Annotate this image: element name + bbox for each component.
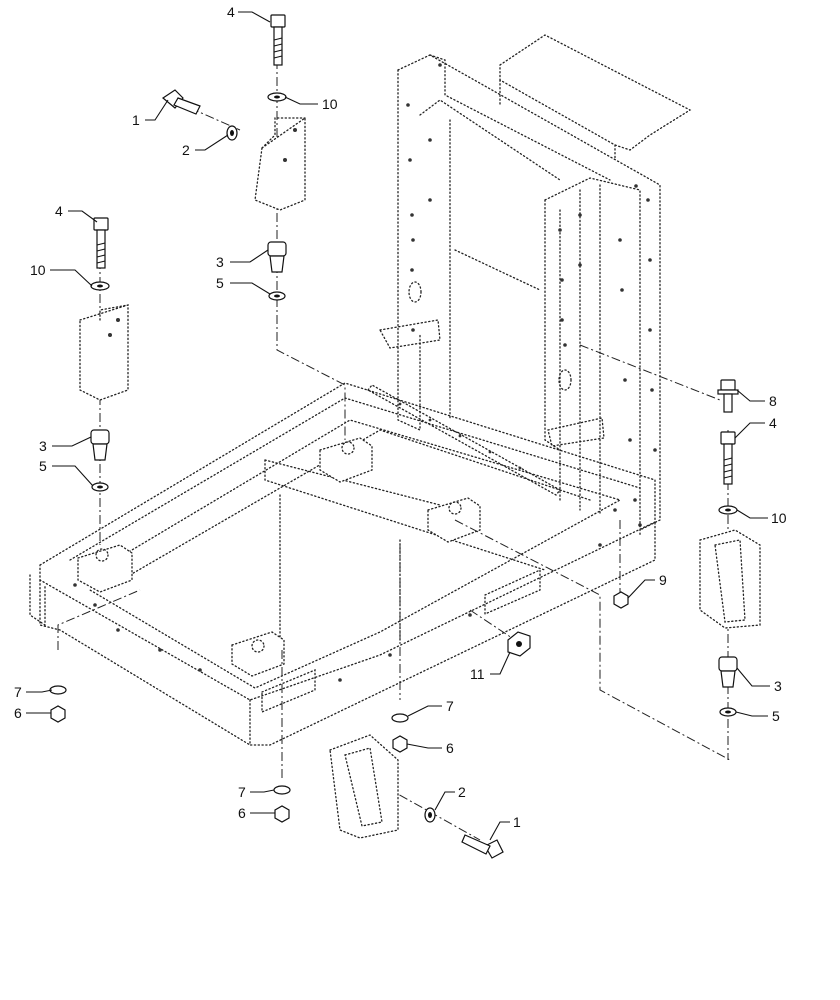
nut-right	[613, 591, 629, 609]
callout-leaders	[26, 11, 770, 841]
lockwasher-nut-lower	[273, 785, 291, 823]
flange-bolt-right	[717, 379, 739, 413]
isolator-upper	[267, 241, 287, 273]
frame-mount-pads	[77, 437, 481, 677]
flat-washer-upper	[267, 92, 287, 102]
callout-label: 8	[769, 393, 777, 409]
callout-label: 7	[238, 784, 246, 800]
lockwasher-nut-left	[49, 685, 67, 723]
flat-washer-right	[718, 505, 738, 515]
bolt-right	[720, 431, 736, 485]
callout-label: 3	[39, 438, 47, 454]
callout-label: 3	[774, 678, 782, 694]
bolt-upper	[270, 14, 286, 66]
callout-labels: 4 10 1 2 3 5 4 10 3 5 8 4 10 3 5 9 11 7 …	[14, 4, 787, 830]
callout-label: 6	[14, 705, 22, 721]
bolt-horizontal-upper	[161, 89, 201, 115]
washer-left	[91, 482, 109, 492]
callout-label: 10	[322, 96, 338, 112]
callout-label: 2	[182, 142, 190, 158]
callout-label: 7	[14, 684, 22, 700]
callout-label: 4	[227, 4, 235, 20]
mount-brackets	[79, 116, 761, 839]
assembly-centerlines	[57, 60, 731, 841]
callout-label: 5	[216, 275, 224, 291]
upright-mast	[367, 34, 692, 536]
isolator-right	[718, 656, 738, 688]
callout-label: 1	[132, 112, 140, 128]
isolator-left	[90, 429, 110, 461]
callout-label: 6	[446, 740, 454, 756]
nut-large	[507, 631, 531, 657]
callout-label: 5	[772, 708, 780, 724]
flat-washer-left	[90, 281, 110, 291]
washer-right	[719, 707, 737, 717]
callout-label: 3	[216, 254, 224, 270]
callout-label: 4	[769, 415, 777, 431]
callout-label: 1	[513, 814, 521, 830]
lock-washer-upper	[226, 125, 238, 141]
callout-label: 10	[771, 510, 787, 526]
callout-label: 11	[470, 666, 485, 682]
callout-label: 7	[446, 698, 454, 714]
washer-upper	[268, 291, 286, 301]
lock-washer-lower	[424, 807, 436, 823]
callout-label: 4	[55, 203, 63, 219]
lockwasher-nut-center	[391, 713, 409, 753]
bolt-horizontal-lower	[461, 834, 504, 859]
bolt-left	[93, 217, 109, 269]
callout-label: 10	[30, 262, 46, 278]
callout-label: 5	[39, 458, 47, 474]
callout-label: 9	[659, 572, 667, 588]
callout-label: 6	[238, 805, 246, 821]
callout-label: 2	[458, 784, 466, 800]
